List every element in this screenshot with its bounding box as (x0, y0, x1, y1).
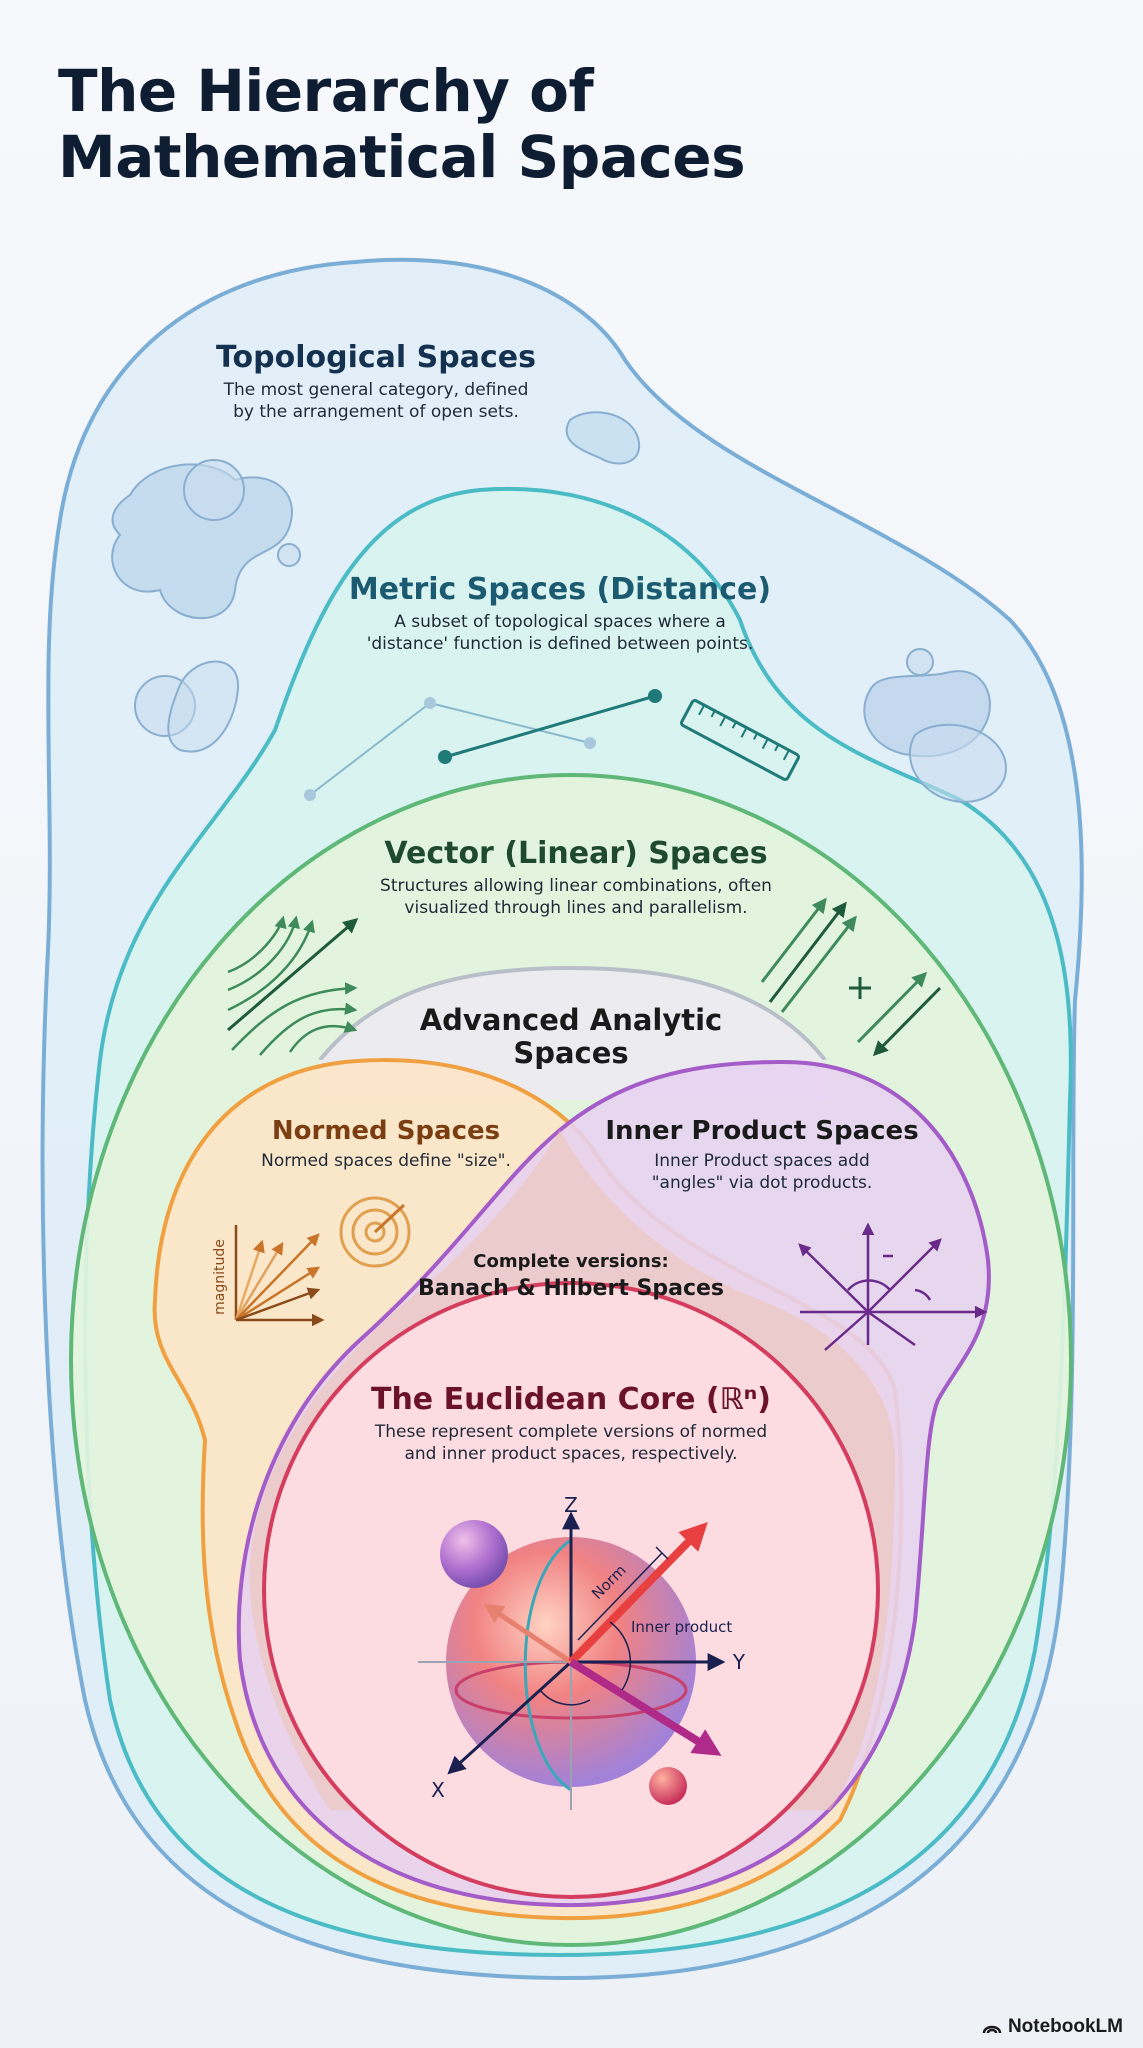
complete-line-1: Complete versions: (473, 1251, 669, 1272)
topological-heading: Topological Spaces (216, 340, 536, 375)
page-title: The Hierarchy of Mathematical Spaces (58, 58, 858, 190)
dot-icon (277, 543, 301, 567)
advanced-label-group: Advanced Analytic Spaces (386, 1004, 756, 1070)
advanced-heading-2: Spaces (513, 1036, 629, 1070)
euclidean-desc-2: and inner product spaces, respectively. (404, 1444, 738, 1464)
normed-desc: Normed spaces define "size". (261, 1151, 511, 1171)
metric-label-group: Metric Spaces (Distance) A subset of top… (330, 572, 790, 655)
blob-icon (565, 411, 641, 465)
blob-icon (183, 459, 245, 521)
advanced-heading-1: Advanced Analytic (419, 1003, 723, 1037)
target-icon (339, 1196, 411, 1268)
vector-desc-1: Structures allowing linear combinations,… (380, 876, 772, 896)
axis-x-label: X (431, 1778, 445, 1802)
vector-field-icon (227, 915, 359, 1056)
inner-heading: Inner Product Spaces (605, 1116, 919, 1146)
metric-desc-1: A subset of topological spaces where a (394, 612, 726, 632)
vector-label-group: Vector (Linear) Spaces Structures allowi… (346, 836, 806, 919)
distance-network-icon (304, 689, 662, 801)
dot-icon (906, 648, 934, 676)
normed-label-group: Normed Spaces Normed spaces define "size… (236, 1116, 536, 1172)
blob-icon (167, 660, 240, 753)
brand-name: NotebookLM (1007, 2016, 1123, 2037)
euclidean-label-group: The Euclidean Core (ℝⁿ) These represent … (341, 1382, 801, 1465)
axis-z-label: Z (564, 1493, 578, 1517)
magnitude-vectors-icon (234, 1225, 325, 1327)
topological-desc-2: by the arrangement of open sets. (233, 402, 519, 422)
magnitude-label: magnitude (212, 1239, 228, 1315)
euclidean-sphere-graphic: Z Y X Norm Inner product (418, 1493, 746, 1810)
notebooklm-logo-icon (982, 2025, 1002, 2034)
title-line-2: Mathematical Spaces (58, 123, 746, 191)
plus-icon (849, 977, 871, 999)
parallel-vectors-icon (760, 897, 942, 1057)
complete-label-group: Complete versions: Banach & Hilbert Spac… (406, 1250, 736, 1304)
axis-y-label: Y (732, 1650, 746, 1674)
ruler-icon (680, 699, 800, 781)
topological-desc-1: The most general category, defined (223, 380, 529, 400)
euclidean-heading: The Euclidean Core (ℝⁿ) (370, 1382, 772, 1417)
complete-line-2: Banach & Hilbert Spaces (417, 1276, 724, 1301)
blob-icon (909, 723, 1007, 803)
euclidean-desc-1: These represent complete versions of nor… (374, 1422, 768, 1442)
vector-desc-2: visualized through lines and parallelism… (404, 898, 748, 918)
inner-label-group: Inner Product Spaces Inner Product space… (602, 1116, 922, 1194)
metric-desc-2: 'distance' function is defined between p… (366, 634, 754, 654)
vector-heading: Vector (Linear) Spaces (384, 836, 768, 871)
advanced-region (318, 965, 827, 1062)
metric-heading: Metric Spaces (Distance) (348, 572, 772, 607)
inner-desc-1: Inner Product spaces add (654, 1151, 870, 1171)
title-line-1: The Hierarchy of (58, 57, 594, 125)
angle-axes-icon (798, 1222, 988, 1351)
normed-heading: Normed Spaces (271, 1116, 501, 1146)
brand-badge: NotebookLM (982, 2016, 1123, 2038)
topological-label-group: Topological Spaces The most general cate… (176, 340, 576, 423)
inner-product-label: Inner product (631, 1618, 732, 1636)
inner-desc-2: "angles" via dot products. (651, 1173, 873, 1193)
